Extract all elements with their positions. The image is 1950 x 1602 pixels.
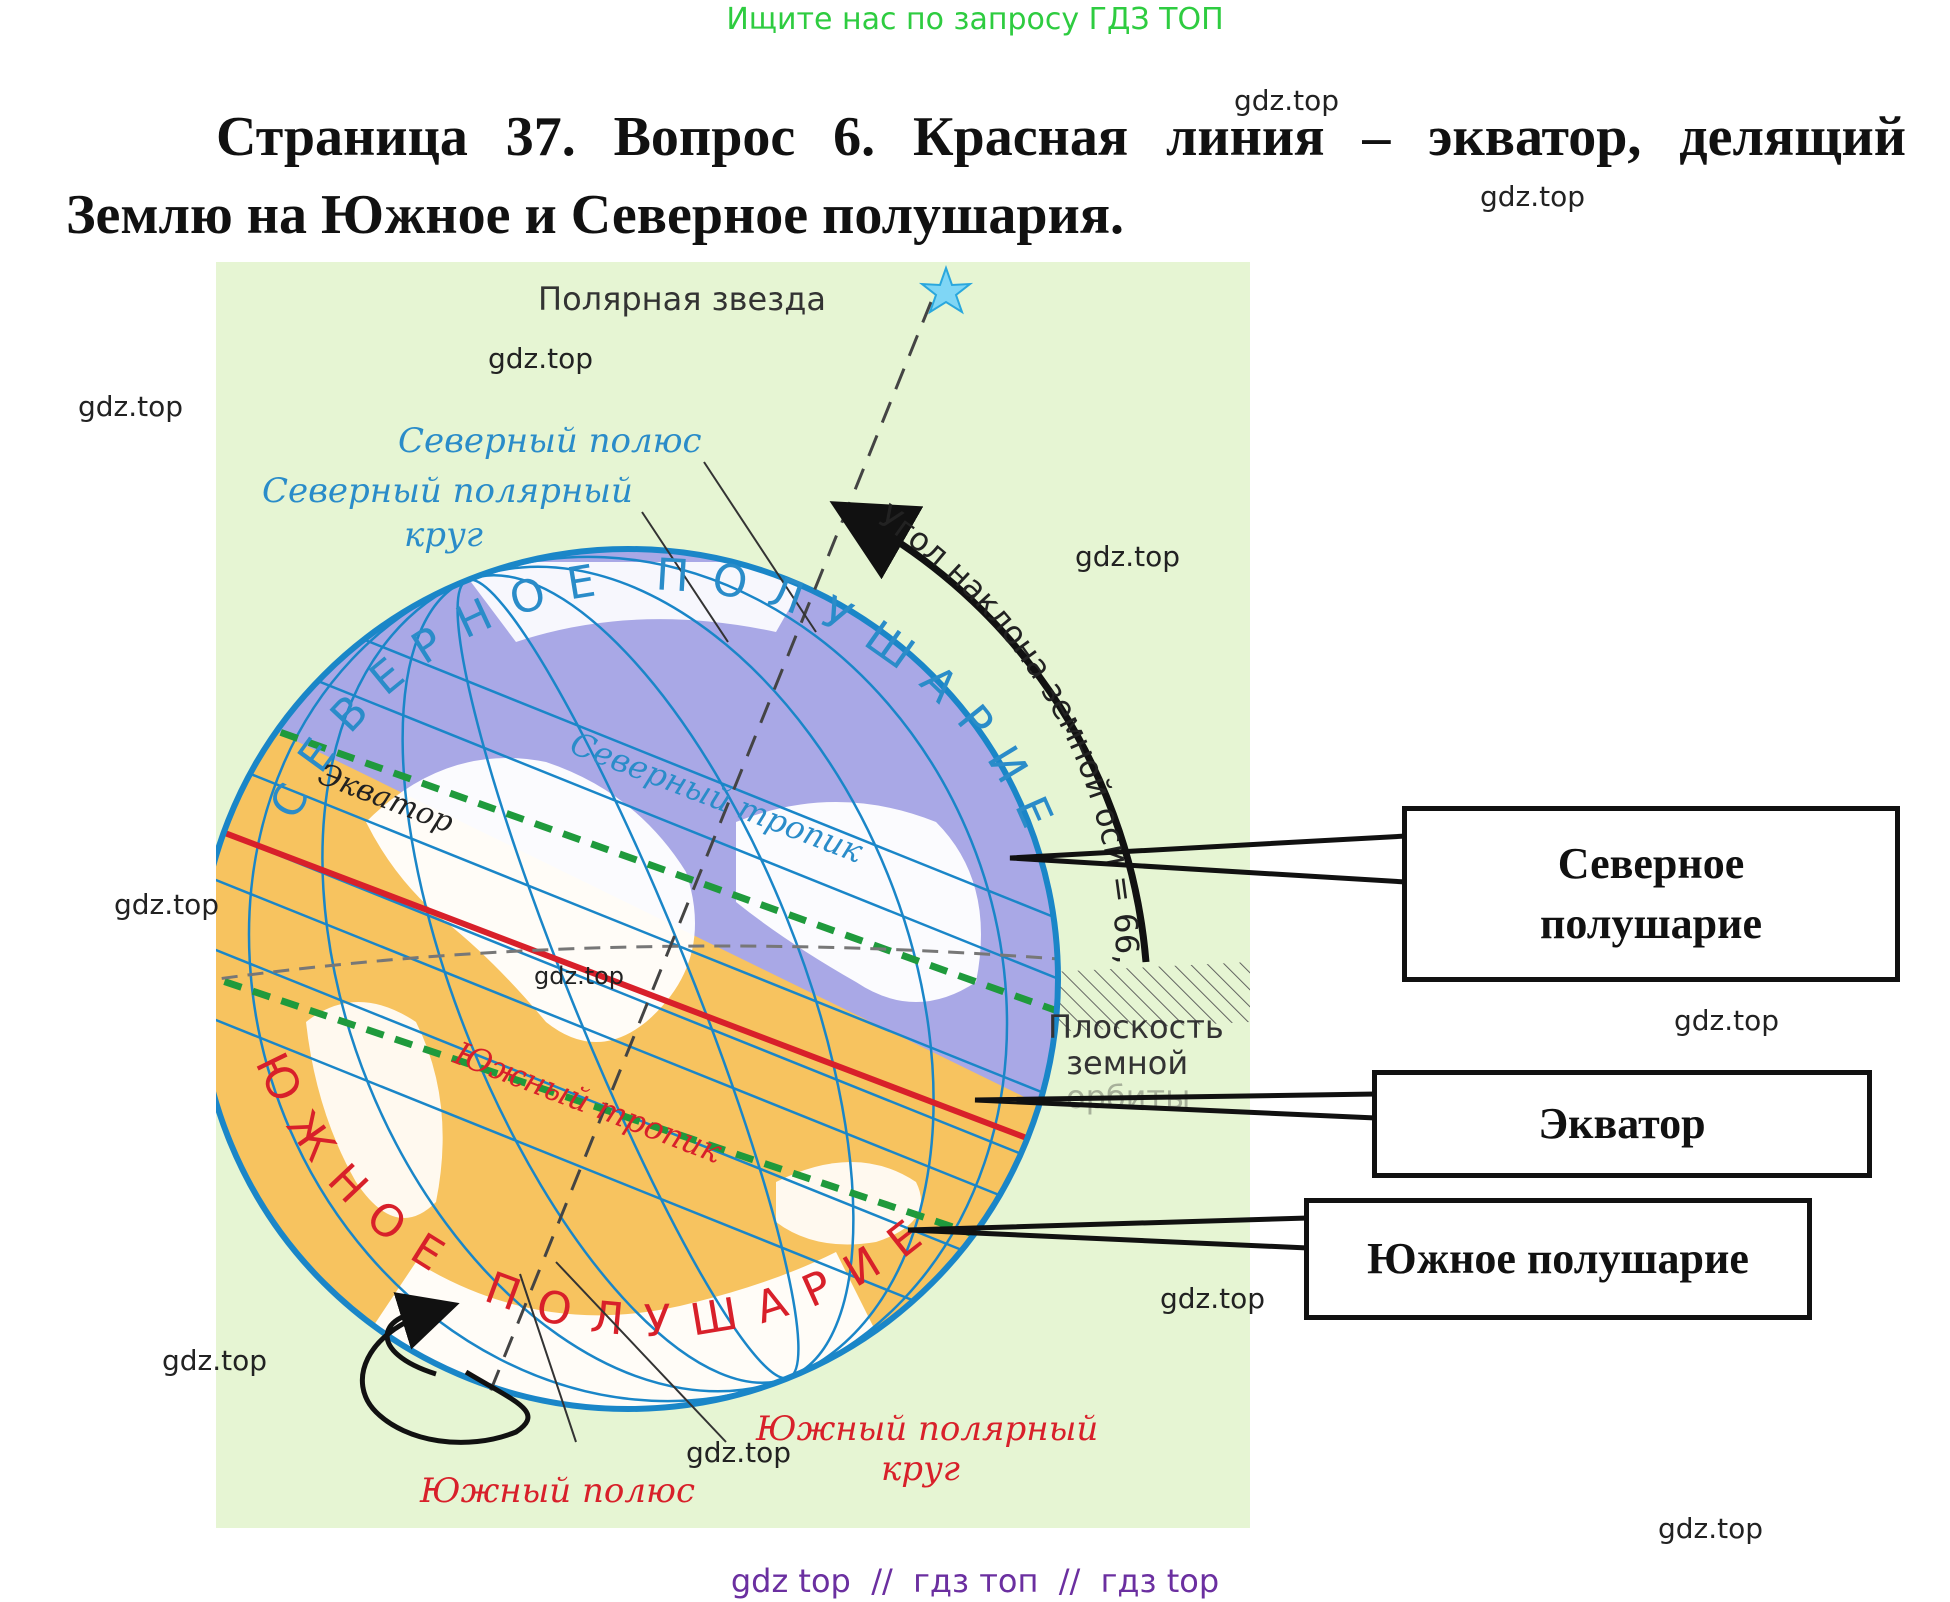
watermark: gdz.top [1160,1282,1266,1315]
heading-line-2: Землю на Южное и Северное полушария. [66,184,1125,246]
antarctic-circle-label-1: Южный полярный [755,1409,1098,1449]
arctic-circle-label-1: Северный полярный [262,471,633,511]
watermark: gdz.top [1674,1004,1780,1037]
equator-line [216,819,1058,1175]
watermark: gdz.top [162,1344,268,1377]
axis-tilt-arrow [829,501,1150,963]
footer-text: gdz top // гдз топ // гдз top [730,1562,1220,1600]
south-pole-label: Южный полюс [419,1471,695,1511]
equator-callout: Экватор [1372,1070,1872,1178]
northern-hemisphere-callout: Северное полушарие [1402,806,1900,982]
earth-axis [484,301,933,1403]
watermark: gdz.top [1480,180,1586,213]
page-heading: Страница 37. Вопрос 6. Красная линия – э… [66,98,1906,254]
equator-callout-text: Экватор [1538,1099,1706,1148]
tropic-of-cancer-line [216,698,1058,1036]
tropic-of-capricorn-line [216,968,1058,1286]
watermark: gdz.top [1658,1512,1764,1545]
globe [216,549,1058,1409]
rotation-arrow-icon [359,1310,531,1445]
orbit-plane-label-2: земной [1066,1044,1188,1082]
globe-outline [216,546,1061,1412]
watermark: gdz.top [1234,84,1340,117]
orbit-plane-label-1: Плоскость [1048,1008,1224,1046]
southern-hemisphere-callout-text: Южное полушарие [1367,1234,1749,1283]
antarctic-circle-label-2: круг [881,1449,960,1489]
heading-line-1: Страница 37. Вопрос 6. Красная линия – э… [216,106,1906,168]
promo-text: Ищите нас по запросу ГДЗ ТОП [726,2,1224,37]
watermark: gdz.top [114,888,220,921]
northern-hemisphere-callout-text: Северное полушарие [1540,839,1762,948]
watermark: gdz.top [1075,540,1181,573]
watermark: gdz.top [686,1436,792,1469]
watermark: gdz.top [534,962,625,990]
watermark: gdz.top [488,342,594,375]
polar-star-icon [918,264,974,315]
polar-star-label: Полярная звезда [538,280,826,318]
southern-hemisphere-callout: Южное полушарие [1304,1198,1812,1320]
earth-hemispheres-diagram: Полярная звезда Северный полюс Северный … [216,262,1250,1528]
watermark: gdz.top [78,390,184,423]
arctic-circle-label-2: круг [404,515,483,555]
north-pole-label: Северный полюс [398,421,702,461]
